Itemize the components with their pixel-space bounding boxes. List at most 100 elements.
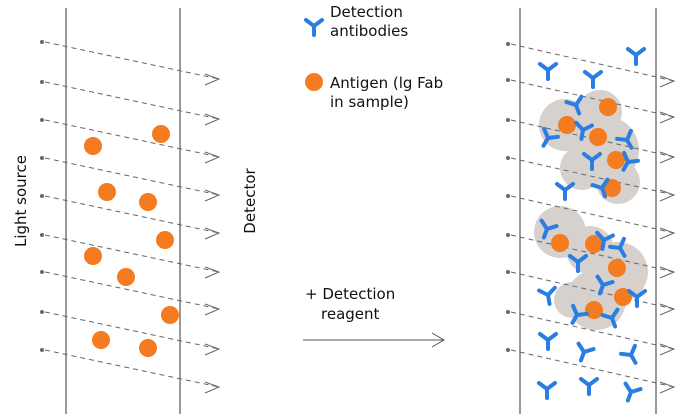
antibody xyxy=(579,377,599,396)
light-source-dot xyxy=(40,118,44,122)
antigen-dot xyxy=(589,128,607,146)
light-source-dot xyxy=(40,310,44,314)
light-beams-right xyxy=(506,42,676,394)
antigen-dot xyxy=(599,98,617,116)
beam-arrowhead xyxy=(659,381,676,394)
scatter-cluster xyxy=(554,282,590,318)
beam-arrowhead xyxy=(204,343,221,356)
light-beam xyxy=(44,311,220,350)
light-source-label: Light source xyxy=(12,155,30,248)
beam-arrowhead xyxy=(659,227,676,240)
antigen-dot xyxy=(603,179,621,197)
reagent-label-line1: + Detection xyxy=(305,285,396,303)
light-source-dot xyxy=(506,310,510,314)
antibody-icon xyxy=(304,18,324,37)
cuvette-right xyxy=(519,8,657,414)
light-source-dot xyxy=(506,233,510,237)
light-source-dot xyxy=(40,194,44,198)
antibody xyxy=(538,332,558,351)
light-source-dot xyxy=(506,118,510,122)
light-beam xyxy=(44,41,220,80)
antibody xyxy=(538,62,558,81)
light-source-dot xyxy=(40,80,44,84)
beam-arrowhead xyxy=(659,303,676,316)
antigen-dot-icon xyxy=(305,73,323,91)
beam-arrowhead xyxy=(204,266,221,279)
light-source-dot xyxy=(506,78,510,82)
light-beam xyxy=(510,195,675,234)
beam-arrowhead xyxy=(204,381,221,394)
light-source-dot xyxy=(506,270,510,274)
light-beam xyxy=(510,311,675,350)
antibody xyxy=(571,341,596,366)
light-source-dot xyxy=(506,348,510,352)
antigen-dot xyxy=(156,231,174,249)
cuvette-left xyxy=(65,8,181,414)
light-beam xyxy=(44,271,220,310)
antibody xyxy=(626,47,646,66)
light-source-dot xyxy=(40,40,44,44)
legend-antibody-line1: Detection xyxy=(330,3,403,21)
light-beam xyxy=(44,119,220,158)
antigen-dot xyxy=(152,125,170,143)
light-source-dot xyxy=(40,156,44,160)
antigen-dot xyxy=(139,193,157,211)
light-source-dot xyxy=(40,270,44,274)
light-beam xyxy=(44,157,220,196)
antibody xyxy=(619,343,645,369)
beam-arrowhead xyxy=(204,151,221,164)
beam-arrowhead xyxy=(659,75,676,88)
detector-label: Detector xyxy=(241,168,259,234)
antigen-dot xyxy=(84,247,102,265)
beam-arrowhead xyxy=(659,151,676,164)
antigen-dot xyxy=(551,234,569,252)
beam-arrowhead xyxy=(659,343,676,356)
light-source-dot xyxy=(506,156,510,160)
light-beam xyxy=(510,234,675,273)
beam-arrowhead xyxy=(204,113,221,126)
antigen-dot xyxy=(117,268,135,286)
antigen-dot xyxy=(98,183,116,201)
antigen-dot xyxy=(585,235,603,253)
light-beam xyxy=(44,81,220,120)
antibody xyxy=(583,70,603,89)
light-beam xyxy=(44,195,220,234)
light-source-dot xyxy=(40,348,44,352)
light-beam xyxy=(510,43,675,82)
beam-arrowhead xyxy=(204,189,221,202)
light-beam xyxy=(510,349,675,388)
light-source-dot xyxy=(506,194,510,198)
beam-arrowhead xyxy=(659,111,676,124)
legend-antigen-line1: Antigen (lg Fab xyxy=(330,74,444,92)
antibody xyxy=(618,381,643,406)
light-source-dot xyxy=(506,42,510,46)
antibody xyxy=(537,381,557,400)
beam-arrowhead xyxy=(659,189,676,202)
light-beam xyxy=(510,271,675,310)
antigen-dot xyxy=(84,137,102,155)
light-beam xyxy=(44,349,220,388)
antigen-dot xyxy=(92,331,110,349)
light-beam xyxy=(510,157,675,196)
antigen-dot xyxy=(607,151,625,169)
beam-arrowhead xyxy=(204,227,221,240)
antibody xyxy=(555,182,575,201)
beam-arrowhead xyxy=(204,303,221,316)
beam-arrowhead xyxy=(659,266,676,279)
antigen-dot xyxy=(139,339,157,357)
beam-arrowhead xyxy=(204,73,221,86)
light-beam xyxy=(510,79,675,118)
light-source-dot xyxy=(40,233,44,237)
legend-antibody-line2: antibodies xyxy=(330,22,409,40)
antigen-dot xyxy=(608,259,626,277)
reagent-label-line2: reagent xyxy=(321,305,380,323)
antigen-dot xyxy=(614,288,632,306)
light-beams-left xyxy=(40,40,221,394)
reaction-arrow xyxy=(303,332,445,348)
antigen-dot xyxy=(558,116,576,134)
light-beam xyxy=(44,234,220,273)
legend-antigen-line2: in sample) xyxy=(330,93,409,111)
antigen-dots xyxy=(84,98,632,357)
antigen-dot xyxy=(585,301,603,319)
